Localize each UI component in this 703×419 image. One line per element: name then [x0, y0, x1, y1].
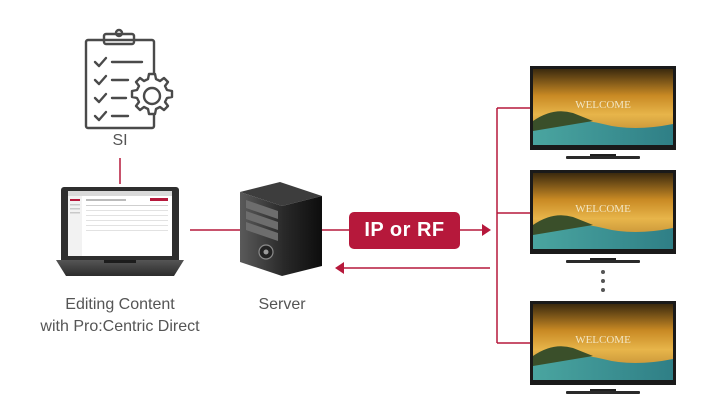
tv-screen-text: WELCOME: [575, 334, 631, 346]
server-label: Server: [258, 296, 306, 313]
laptop-label: Editing Content with Pro:Centric Direct: [20, 294, 220, 338]
ellipsis-dot: [601, 270, 605, 274]
si-label: SI: [112, 132, 128, 149]
forward-arrowhead: [482, 224, 491, 236]
ellipsis-dot: [601, 279, 605, 283]
ellipsis-dot: [601, 288, 605, 292]
connector-lines: [119, 107, 530, 344]
connection-badge: IP or RF: [349, 212, 460, 249]
return-arrowhead: [335, 262, 344, 274]
laptop-label-line2: with Pro:Centric Direct: [40, 318, 200, 335]
laptop-label-line1: Editing Content: [65, 296, 175, 313]
tv-screen-text: WELCOME: [575, 99, 631, 111]
tv-screen-texts: WELCOME WELCOME WELCOME: [575, 99, 631, 346]
laptop-icon: [56, 187, 184, 276]
server-icon: [240, 182, 322, 276]
clipboard-gear-icon: [84, 28, 174, 130]
tv-screen-text: WELCOME: [575, 203, 631, 215]
tv-icon: [530, 66, 676, 394]
